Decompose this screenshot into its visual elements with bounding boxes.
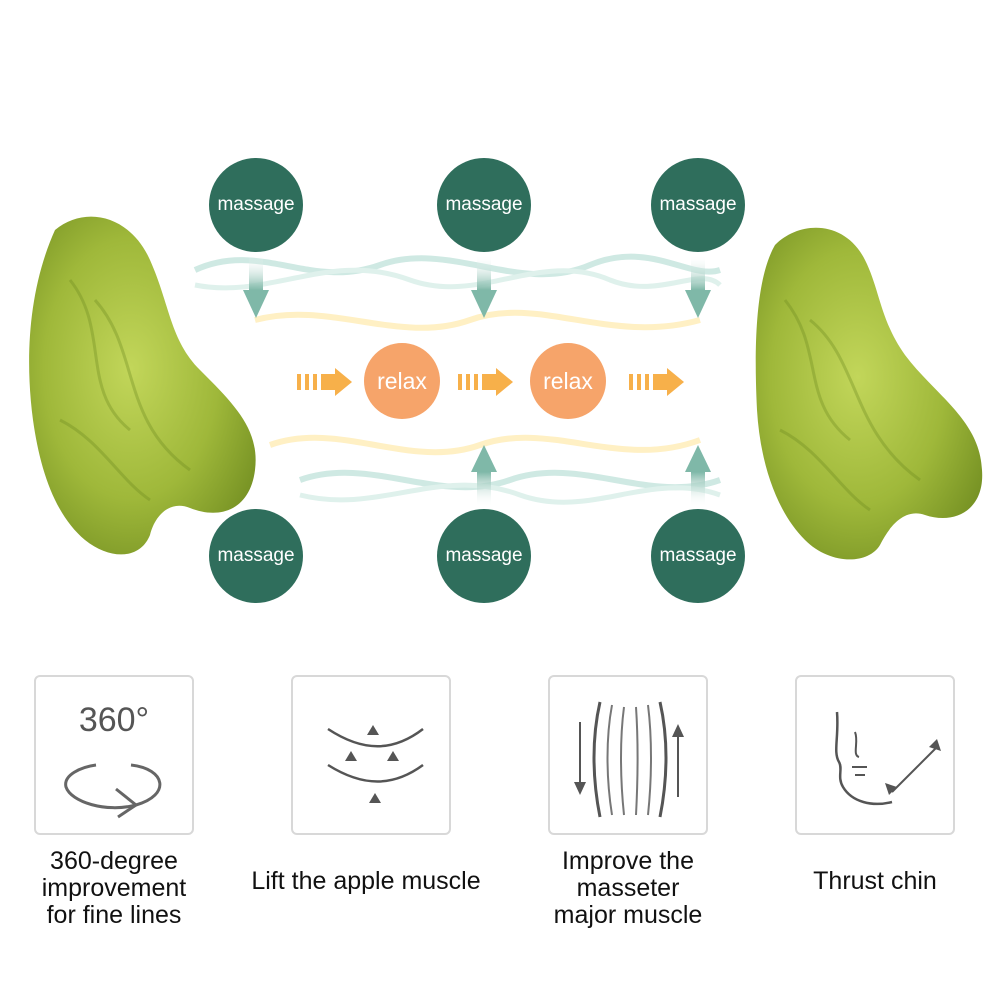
flow-arrow-2 [458, 368, 513, 396]
wave-teal-top-2 [194, 267, 722, 291]
wave-yellow-top [254, 309, 701, 331]
jade-vein-right [779, 299, 921, 512]
rotate-360-icon-text: 360° [78, 701, 150, 739]
relax-label-1: relax [377, 367, 427, 394]
lift-arrows-icon [327, 725, 424, 803]
wave-teal-top [193, 253, 721, 278]
face-profile-icon [835, 711, 941, 806]
up-arrow-2 [685, 445, 711, 507]
relax-circle-bg [364, 343, 440, 419]
massage-circle-bg [651, 509, 745, 603]
massage-label-bottom-3: massage [659, 545, 737, 566]
jade-stone-left-image [29, 216, 256, 555]
caption-improve-masseter: Improve the masseter major muscle [553, 847, 703, 929]
massage-circle-bg [209, 158, 303, 252]
caption-lift-apple-muscle: Lift the apple muscle [251, 867, 481, 895]
massage-label-bottom-2: massage [445, 545, 523, 566]
caption-thrust-chin: Thrust chin [813, 867, 937, 895]
massage-label-top-2: massage [445, 194, 523, 215]
massage-label-top-3: massage [659, 194, 737, 215]
massage-diagram [29, 158, 983, 603]
massage-circle-bg [209, 509, 303, 603]
down-arrow-2 [471, 255, 497, 318]
jade-vein-left [59, 279, 191, 502]
relax-label-2: relax [543, 367, 593, 394]
feature-panel-chin [795, 675, 955, 835]
vertical-lines-icon [574, 701, 684, 818]
feature-panel-lift [291, 675, 451, 835]
flow-arrow-3 [629, 368, 684, 396]
massage-circle-bg [437, 158, 531, 252]
jade-stone-right-image [755, 227, 983, 560]
down-arrow-1 [243, 255, 269, 318]
caption-360-degree: 360-degree improvement for fine lines [41, 847, 187, 929]
massage-label-top-1: massage [217, 194, 295, 215]
rotate-360-icon [64, 763, 162, 819]
wave-yellow-bottom [268, 434, 702, 456]
massage-label-bottom-1: massage [217, 545, 295, 566]
up-arrow-1 [471, 445, 497, 507]
feature-panel-360: 360° [34, 675, 194, 835]
wave-teal-bottom [298, 469, 722, 491]
relax-circle-bg [530, 343, 606, 419]
wave-teal-bottom-2 [299, 482, 721, 505]
massage-circle-bg [437, 509, 531, 603]
massage-circle-bg [651, 158, 745, 252]
flow-arrow-1 [297, 368, 352, 396]
feature-panel-masseter [548, 675, 708, 835]
down-arrow-3 [685, 255, 711, 318]
